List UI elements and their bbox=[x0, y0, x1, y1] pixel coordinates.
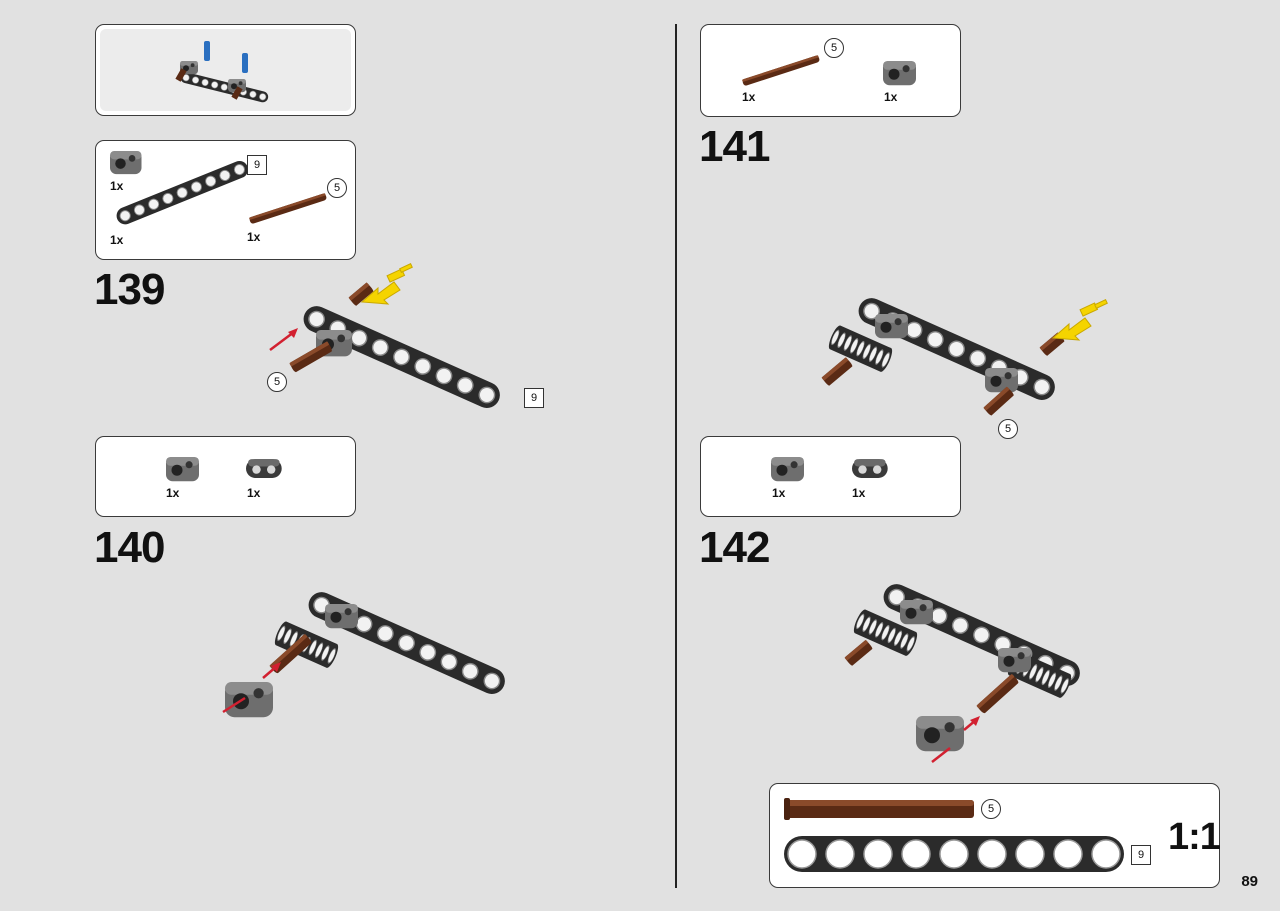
step-number: 139 bbox=[94, 265, 165, 314]
part-qty: 1x bbox=[110, 233, 124, 247]
beam-9-scale-icon bbox=[784, 836, 1124, 872]
axle-length-badge: 5 bbox=[267, 372, 287, 392]
scale-label: 1:1 bbox=[1168, 816, 1221, 858]
axle-5-icon bbox=[741, 54, 821, 87]
part-qty: 1x bbox=[884, 90, 898, 104]
part-qty: 1x bbox=[247, 486, 261, 500]
page-number: 89 bbox=[1241, 873, 1258, 890]
part-qty: 1x bbox=[852, 486, 866, 500]
connector-block-icon bbox=[166, 457, 199, 482]
subassembly-preview bbox=[95, 24, 356, 116]
part-qty: 1x bbox=[166, 486, 180, 500]
beam-length-badge: 9 bbox=[247, 155, 267, 175]
axle-length-badge: 5 bbox=[998, 419, 1018, 439]
subassembly-preview-model bbox=[175, 41, 270, 104]
part-qty: 1x bbox=[247, 230, 261, 244]
step-141-model bbox=[821, 293, 1108, 417]
part-qty: 1x bbox=[742, 90, 756, 104]
axle-5-icon bbox=[248, 192, 328, 225]
page-divider bbox=[675, 24, 677, 888]
scale-reference-box: 5 9 1:1 bbox=[769, 783, 1221, 888]
part-qty: 1x bbox=[772, 486, 786, 500]
beam-length-badge: 9 bbox=[524, 388, 544, 408]
step-142-parts-list: 1x 1x bbox=[700, 436, 961, 517]
step-number: 142 bbox=[699, 523, 770, 572]
connector-block-icon bbox=[771, 457, 804, 482]
axle-length-badge: 5 bbox=[824, 38, 844, 58]
step-139-model bbox=[269, 262, 505, 413]
axle-length-badge: 5 bbox=[981, 799, 1001, 819]
step-140-model bbox=[222, 587, 510, 718]
step-number: 140 bbox=[94, 523, 165, 572]
axle-5-scale-icon bbox=[784, 798, 974, 820]
step-141-parts-list: 5 1x 1x bbox=[700, 24, 961, 117]
connector-block-icon bbox=[883, 61, 916, 86]
double-connector-icon bbox=[852, 459, 888, 478]
step-139-parts-list: 1x 9 1x 5 1x bbox=[95, 140, 356, 260]
beam-9-icon bbox=[113, 157, 252, 228]
step-140-parts-list: 1x 1x bbox=[95, 436, 356, 517]
beam-length-badge: 9 bbox=[1131, 845, 1151, 865]
part-qty: 1x bbox=[110, 179, 124, 193]
axle-length-badge: 5 bbox=[327, 178, 347, 198]
step-number: 141 bbox=[699, 122, 770, 171]
step-142-model bbox=[844, 579, 1085, 763]
double-connector-icon bbox=[246, 459, 282, 478]
subassembly-inner-frame bbox=[100, 29, 351, 111]
